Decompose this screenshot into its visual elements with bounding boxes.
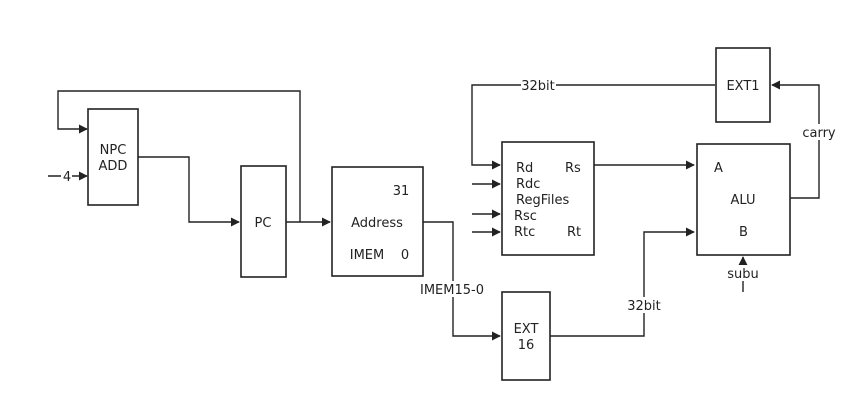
bus-32bit-bottom-label-bg <box>626 297 662 313</box>
imem-lsb-label: 0 <box>401 248 409 263</box>
imem-field-label: IMEM15-0 <box>420 283 484 298</box>
add-label: ADD <box>99 159 128 174</box>
ext16-line1-label: EXT <box>514 322 539 337</box>
imem-block <box>331 166 424 277</box>
ext1-block <box>715 47 771 123</box>
imem-to-ext16-wire <box>423 221 501 341</box>
imem-address-label: Address <box>351 216 403 231</box>
alu-a-label: A <box>714 161 723 176</box>
ext1-label: EXT1 <box>726 79 759 94</box>
imem-name-label: IMEM <box>350 248 384 263</box>
carry-wire <box>771 80 820 199</box>
regfiles-block <box>501 141 595 256</box>
regfiles-rdc-label: Rdc <box>516 177 540 192</box>
regfiles-name-label: RegFiles <box>516 193 569 208</box>
bus-32bit-bottom-label: 32bit <box>627 299 661 314</box>
ext1-to-rd-wire <box>471 84 715 170</box>
pc-block <box>240 165 287 278</box>
bus-32bit-top-label: 32bit <box>521 79 555 94</box>
subu-label: subu <box>727 267 759 282</box>
npc-label: NPC <box>100 143 127 158</box>
bus-32bit-top-label-bg <box>521 77 556 93</box>
subu-label-bg <box>723 265 763 281</box>
npc-add-block <box>87 108 139 206</box>
imem-field-label-bg <box>416 281 488 297</box>
npc-to-pc-wire <box>138 156 240 227</box>
const-four-label-bg <box>61 169 72 184</box>
ext16-to-alu-b-wire <box>550 227 695 337</box>
regfiles-rd-label: Rd <box>516 161 533 176</box>
carry-label-bg <box>801 124 837 140</box>
alu-name-label: ALU <box>730 193 755 208</box>
pc-label: PC <box>255 216 272 231</box>
alu-block <box>696 143 791 256</box>
regfiles-rs-label: Rs <box>565 161 581 176</box>
regfiles-rt-label: Rt <box>567 225 581 240</box>
pc-feedback-wire <box>57 90 301 222</box>
regfiles-rsc-label: Rsc <box>514 209 537 224</box>
ext16-line2-label: 16 <box>518 338 535 353</box>
alu-b-label: B <box>739 225 748 240</box>
ext16-block <box>501 291 551 381</box>
regfiles-rtc-label: Rtc <box>514 225 535 240</box>
carry-label: carry <box>802 126 836 141</box>
imem-msb-label: 31 <box>393 184 410 199</box>
const-four-label: 4 <box>63 170 71 185</box>
